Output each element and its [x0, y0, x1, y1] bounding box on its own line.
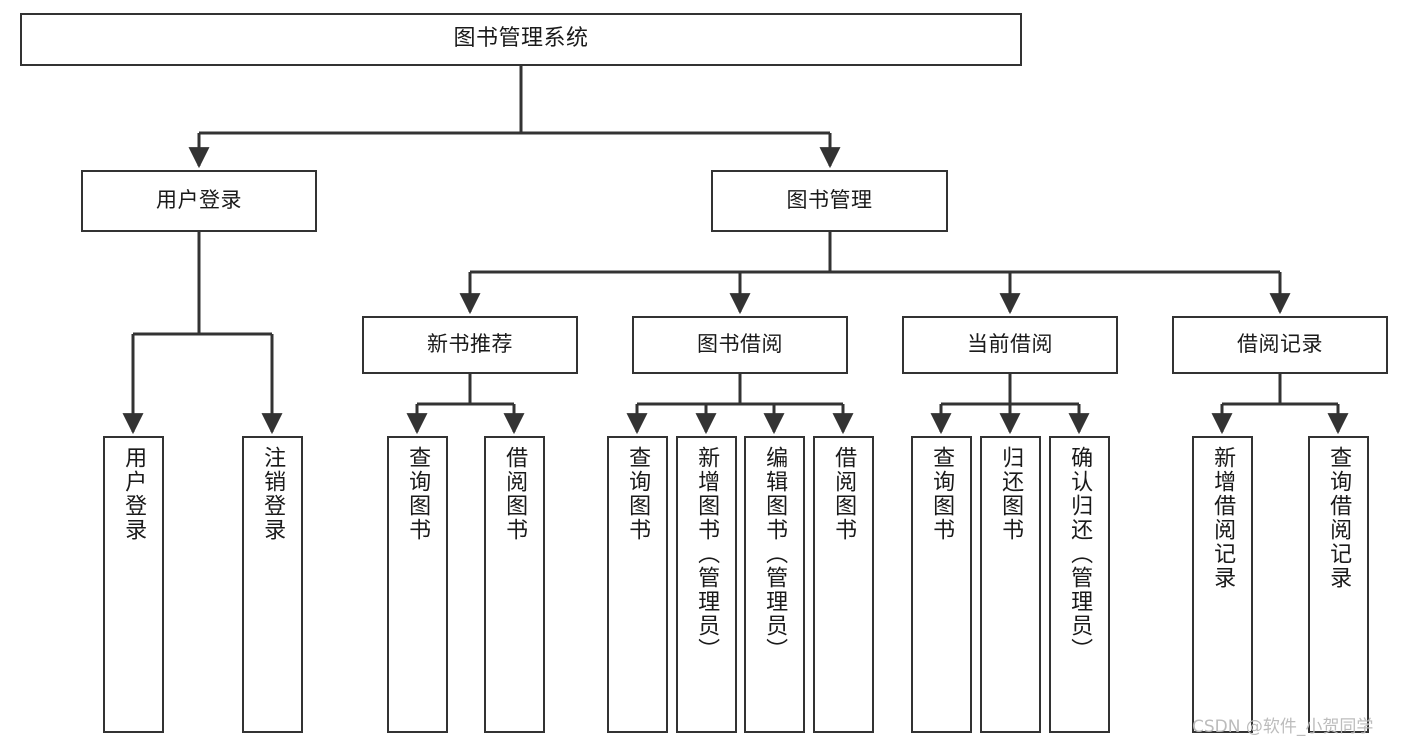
node-label: 借阅图书 — [831, 446, 857, 542]
leaf-new-book-query-books[interactable]: 查询图书 — [387, 436, 448, 733]
leaf-book-borrow-query-books[interactable]: 查询图书 — [607, 436, 668, 733]
node-current-borrowing[interactable]: 当前借阅 — [902, 316, 1118, 374]
leaf-borrow-record-add-record[interactable]: 新增借阅记录 — [1192, 436, 1253, 733]
node-label: 查询图书 — [405, 446, 431, 542]
node-new-book-recommendation[interactable]: 新书推荐 — [362, 316, 578, 374]
node-root-book-management-system[interactable]: 图书管理系统 — [20, 13, 1022, 66]
leaf-current-borrow-query-books[interactable]: 查询图书 — [911, 436, 972, 733]
leaf-book-borrow-edit-book-admin[interactable]: 编辑图书（管理员） — [744, 436, 805, 733]
node-label: 借阅图书 — [502, 446, 528, 542]
node-label: 查询图书 — [929, 446, 955, 542]
node-label: 编辑图书（管理员） — [762, 446, 788, 662]
node-label: 确认归还（管理员） — [1067, 446, 1093, 662]
node-label: 图书管理系统 — [453, 26, 589, 52]
node-label: 新书推荐 — [427, 332, 513, 357]
node-label: 新增借阅记录 — [1210, 446, 1236, 590]
node-book-borrowing[interactable]: 图书借阅 — [632, 316, 848, 374]
leaf-current-borrow-return-books[interactable]: 归还图书 — [980, 436, 1041, 733]
node-user-login[interactable]: 用户登录 — [81, 170, 317, 232]
node-book-management[interactable]: 图书管理 — [711, 170, 948, 232]
node-label: 当前借阅 — [967, 332, 1053, 357]
node-label: 新增图书（管理员） — [694, 446, 720, 662]
node-label: 借阅记录 — [1237, 332, 1323, 357]
leaf-current-borrow-confirm-return-admin[interactable]: 确认归还（管理员） — [1049, 436, 1110, 733]
leaf-borrow-record-query-record[interactable]: 查询借阅记录 — [1308, 436, 1369, 733]
node-label: 图书借阅 — [697, 332, 783, 357]
node-label: 注销登录 — [260, 446, 286, 542]
node-label: 归还图书 — [998, 446, 1024, 542]
node-label: 用户登录 — [121, 446, 147, 542]
leaf-user-login-sign-in[interactable]: 用户登录 — [103, 436, 164, 733]
leaf-book-borrow-borrow-books[interactable]: 借阅图书 — [813, 436, 874, 733]
csdn-watermark: CSDN @软件_小贺同学 — [1192, 717, 1374, 737]
node-label: 图书管理 — [786, 188, 873, 213]
node-borrowing-record[interactable]: 借阅记录 — [1172, 316, 1388, 374]
leaf-book-borrow-add-book-admin[interactable]: 新增图书（管理员） — [676, 436, 737, 733]
node-label: 查询图书 — [625, 446, 651, 542]
leaf-user-login-sign-out[interactable]: 注销登录 — [242, 436, 303, 733]
leaf-new-book-borrow-books[interactable]: 借阅图书 — [484, 436, 545, 733]
node-label: 查询借阅记录 — [1326, 446, 1352, 590]
node-label: 用户登录 — [156, 188, 242, 213]
